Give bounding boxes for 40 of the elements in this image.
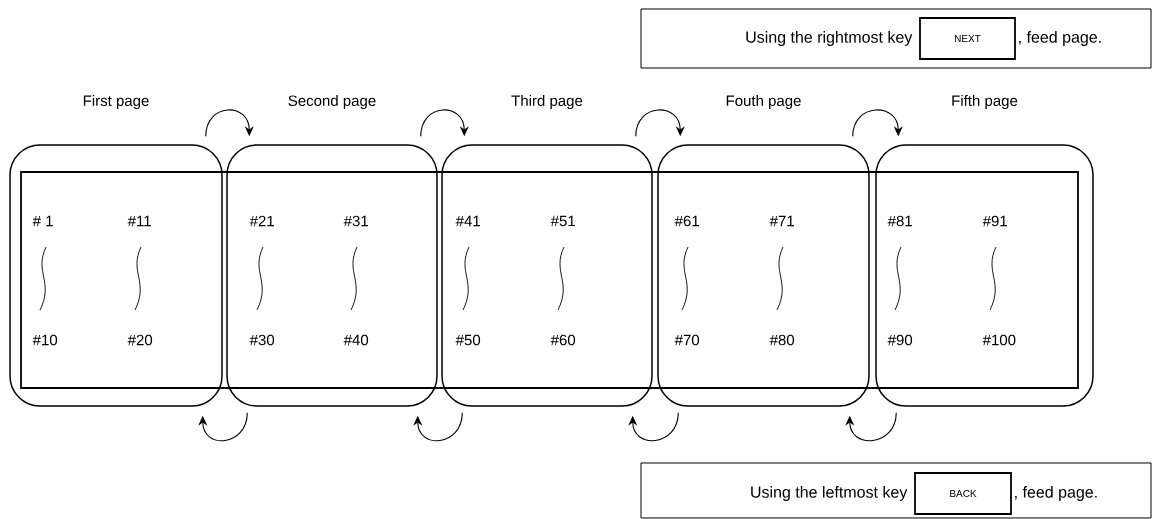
key-button: NEXT bbox=[919, 17, 1016, 60]
entry-number: #50 bbox=[455, 334, 481, 346]
curved-arrow bbox=[420, 109, 469, 137]
entry-number: #11 bbox=[127, 215, 151, 227]
entry-number: #40 bbox=[343, 334, 369, 346]
entry-number: #71 bbox=[769, 215, 794, 227]
curved-arrow bbox=[413, 412, 463, 442]
entry-number: #30 bbox=[249, 334, 275, 346]
curved-arrow bbox=[628, 412, 679, 442]
entry-number: #91 bbox=[982, 215, 1007, 227]
entry-number: #31 bbox=[343, 215, 368, 227]
entry-number: #80 bbox=[769, 334, 795, 346]
instruction-text: , feed page. bbox=[1015, 486, 1097, 501]
curved-arrow bbox=[845, 412, 897, 442]
page-heading: Fifth page bbox=[952, 95, 1018, 109]
entry-number: #20 bbox=[127, 334, 153, 346]
entry-number: #70 bbox=[674, 334, 700, 346]
entry-number: # 1 bbox=[32, 215, 53, 227]
display-frame bbox=[20, 171, 1079, 389]
entry-number: #51 bbox=[550, 215, 575, 227]
page-heading: Third page bbox=[511, 95, 583, 109]
page-heading: Second page bbox=[288, 95, 376, 109]
curved-arrow bbox=[852, 109, 903, 137]
entry-number: #10 bbox=[32, 334, 58, 346]
entry-number: #90 bbox=[887, 334, 913, 346]
curved-arrow bbox=[198, 412, 248, 442]
entry-number: #61 bbox=[674, 215, 699, 227]
curved-arrow bbox=[635, 109, 685, 137]
page-heading: Fouth page bbox=[726, 95, 801, 109]
instruction-text: Using the leftmost key bbox=[751, 486, 908, 501]
instruction-text: , feed page. bbox=[1019, 31, 1101, 46]
curved-arrow bbox=[205, 109, 254, 137]
entry-number: #21 bbox=[249, 215, 274, 227]
instruction-text: Using the rightmost key bbox=[746, 31, 913, 46]
key-button: BACK bbox=[914, 472, 1012, 515]
page-heading: First page bbox=[83, 95, 149, 109]
entry-number: #81 bbox=[887, 215, 912, 227]
entry-number: #100 bbox=[982, 334, 1016, 346]
entry-number: #60 bbox=[550, 334, 576, 346]
entry-number: #41 bbox=[455, 215, 480, 227]
